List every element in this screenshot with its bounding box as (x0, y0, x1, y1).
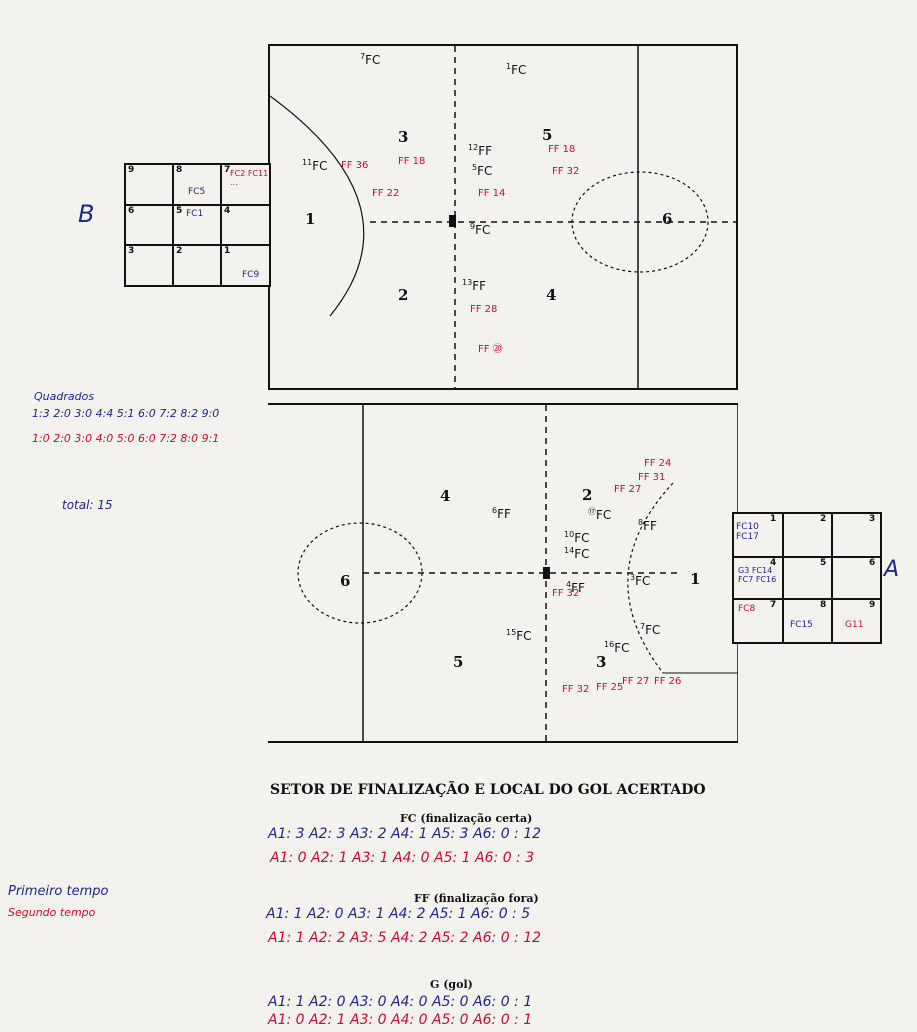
goal-cell: 6 (125, 205, 173, 245)
notes-line-second: 1:0 2:0 3:0 4:0 5:0 6:0 7:2 8:0 9:1 (32, 432, 219, 445)
bottom-zone-5: 5 (453, 653, 463, 671)
top-red-mark: FF 14 (478, 188, 505, 199)
top-mark-fc-9: 9FC (470, 222, 490, 237)
notes-heading: Quadrados (34, 390, 94, 403)
team-b-label: B (78, 200, 94, 228)
bottom-zone-6: 6 (340, 572, 350, 590)
top-mark-fc-11: 11FC (302, 158, 327, 173)
bottom-court (268, 403, 738, 743)
bottom-red-mark: FF 26 (654, 676, 681, 687)
top-mark-fc-1: 1FC (506, 62, 526, 77)
goal-cell: 3 (832, 513, 881, 557)
bottom-red-mark: FF 27 (622, 676, 649, 687)
bottom-red-mark: FF 31 (638, 472, 665, 483)
top-mark-ff-13: 13FF (462, 278, 486, 293)
bottom-mark-fc-14: 14FC (564, 546, 589, 561)
bottom-red-mark: FF 24 (644, 458, 671, 469)
legend-first-half: Primeiro tempo (8, 884, 108, 899)
top-red-mark: FF 22 (372, 188, 399, 199)
goal-cell: 2 (173, 245, 221, 286)
bottom-mark-fc-10: 10FC (564, 530, 589, 545)
bottom-red-mark: FF 32 (562, 684, 589, 695)
goal-cell: 4 (221, 205, 270, 245)
bottom-court-lines (268, 405, 738, 741)
team-a-label: A (884, 557, 899, 582)
goal-cell: 2 (783, 513, 832, 557)
bottom-zone-1: 1 (690, 570, 700, 588)
top-mark-fc-5: 5FC (472, 163, 492, 178)
bottom-zone-3: 3 (596, 653, 606, 671)
bottom-mark-fc-15: 15FC (506, 628, 531, 643)
top-red-mark: FF 18 (548, 144, 575, 155)
top-zone-3: 3 (398, 128, 408, 146)
ff-second-half: A1: 1 A2: 2 A3: 5 A4: 2 A5: 2 A6: 0 : 12 (268, 930, 541, 946)
top-zone-1: 1 (305, 210, 315, 228)
notes-total: total: 15 (62, 498, 113, 512)
top-red-mark: FF 28 (470, 304, 497, 315)
bottom-zone-2: 2 (582, 486, 592, 504)
notes-line-first: 1:3 2:0 3:0 4:4 5:1 6:0 7:2 8:2 9:0 (32, 407, 219, 420)
top-red-mark: FF 18 (398, 156, 425, 167)
bottom-red-mark: FF 25 (596, 682, 623, 693)
top-zone-2: 2 (398, 286, 408, 304)
bottom-mark-fc-3: 3FC (630, 573, 650, 588)
bottom-red-mark: FF 32 (552, 588, 579, 599)
g-first-half: A1: 1 A2: 0 A3: 0 A4: 0 A5: 0 A6: 0 : 1 (268, 994, 532, 1010)
bottom-mark-ff-8: 8FF (638, 518, 657, 533)
bottom-mark-ff-6: 6FF (492, 506, 511, 521)
fc-first-half: A1: 3 A2: 3 A3: 2 A4: 1 A5: 3 A6: 0 : 12 (268, 826, 541, 842)
g-label: G (gol) (430, 978, 473, 991)
top-red-mark: FF 32 (552, 166, 579, 177)
goal-cell: 9 (125, 164, 173, 205)
top-red-mark: FF 36 (341, 160, 368, 171)
summary-title: SETOR DE FINALIZAÇÃO E LOCAL DO GOL ACER… (270, 782, 706, 798)
top-red-mark: FF ⑳ (478, 340, 503, 355)
top-mark-ff-12: 12FF (468, 143, 492, 158)
fc-second-half: A1: 0 A2: 1 A3: 1 A4: 0 A5: 1 A6: 0 : 3 (270, 850, 534, 866)
bottom-mark-fc-16: 16FC (604, 640, 629, 655)
g-second-half: A1: 0 A2: 1 A3: 0 A4: 0 A5: 0 A6: 0 : 1 (268, 1012, 532, 1028)
fc-label: FC (finalização certa) (400, 812, 532, 825)
bottom-red-mark: FF 27 (614, 484, 641, 495)
bottom-mark-fc-7: 7FC (640, 622, 660, 637)
top-mark-fc-7: 7FC (360, 52, 380, 67)
top-zone-5: 5 (542, 126, 552, 144)
legend-second-half: Segundo tempo (8, 906, 95, 919)
top-zone-4: 4 (546, 286, 556, 304)
bottom-zone-4: 4 (440, 487, 450, 505)
top-zone-6: 6 (662, 210, 672, 228)
goal-cell: 6 (832, 557, 881, 599)
bottom-mark-fc-17: ⑰FC (588, 506, 611, 522)
goal-cell: 5 (783, 557, 832, 599)
ff-first-half: A1: 1 A2: 0 A3: 1 A4: 2 A5: 1 A6: 0 : 5 (266, 906, 530, 922)
ff-label: FF (finalização fora) (414, 892, 539, 905)
goal-cell: 3 (125, 245, 173, 286)
